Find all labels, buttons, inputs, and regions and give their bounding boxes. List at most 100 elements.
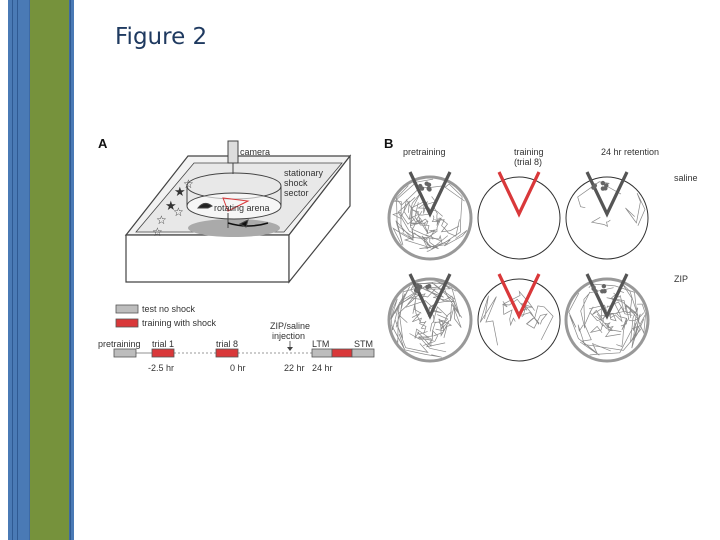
sidebar-green-bar (29, 0, 70, 540)
path-trace (395, 284, 444, 328)
shock-dot (603, 186, 608, 191)
shock-dot (426, 186, 431, 191)
path-trace (423, 229, 438, 250)
path-trace (390, 293, 406, 344)
legend-train-label: training with shock (142, 318, 217, 328)
path-trace (630, 307, 646, 343)
path-trace (411, 313, 427, 334)
arena-boundary (387, 175, 473, 261)
path-trace (438, 219, 460, 237)
path-trace (577, 324, 642, 351)
panel-a-letter: A (98, 136, 108, 151)
label-stationary: stationary (284, 168, 324, 178)
path-trace (417, 330, 446, 348)
path-trace (599, 320, 621, 338)
shock-dot (417, 284, 423, 289)
arena-zip-retention (564, 273, 650, 363)
label-injection: injection (272, 331, 305, 341)
label-stm: STM (354, 339, 373, 349)
row-label-zip: ZIP (674, 274, 688, 284)
svg-text:★: ★ (174, 184, 186, 199)
sidebar-decoration (8, 0, 74, 540)
path-trace (437, 314, 453, 338)
shock-sector-marker (408, 171, 452, 218)
arena-grid (387, 171, 650, 363)
col-header-retention: 24 hr retention (601, 147, 659, 157)
label-ltm: LTM (312, 339, 329, 349)
shock-dot (601, 283, 607, 289)
apparatus-box (124, 154, 352, 284)
path-trace (411, 217, 443, 242)
path-trace (392, 200, 415, 225)
timeline-stm-block (351, 348, 375, 358)
figure-2: A ★ ★ ☆ ☆ ☆ ☆ camera stationary shock se… (90, 128, 710, 378)
path-trace (414, 328, 447, 353)
path-trace (603, 322, 622, 332)
shock-dot (413, 288, 419, 293)
path-trace (502, 304, 516, 327)
label-time-minus-2-5: -2.5 hr (148, 363, 174, 373)
shock-sector-marker (408, 273, 452, 320)
figure-svg: A ★ ★ ☆ ☆ ☆ ☆ camera stationary shock se… (98, 136, 698, 373)
svg-text:☆: ☆ (152, 225, 163, 239)
path-trace (589, 323, 639, 356)
label-camera: camera (240, 147, 270, 157)
shock-sector-marker (497, 171, 541, 218)
path-trace (436, 217, 460, 233)
label-time-0: 0 hr (230, 363, 246, 373)
label-pretraining: pretraining (98, 339, 141, 349)
path-trace (607, 312, 617, 322)
path-trace (625, 303, 646, 335)
path-trace (589, 313, 604, 334)
timeline-ltm-block (311, 348, 333, 358)
path-trace (625, 192, 646, 226)
timeline-trial8-block (215, 348, 239, 358)
svg-text:☆: ☆ (156, 213, 167, 227)
col-header-trial8: (trial 8) (514, 157, 542, 167)
path-trace (414, 202, 438, 235)
col-header-training: training (514, 147, 544, 157)
panel-b-letter: B (384, 136, 393, 151)
path-trace (392, 220, 414, 246)
label-shock: shock (284, 178, 308, 188)
path-trace (615, 310, 631, 331)
path-trace (422, 282, 452, 302)
shock-sector-marker (585, 171, 629, 218)
path-trace (409, 209, 420, 228)
path-trace (527, 305, 554, 341)
path-trace (397, 197, 443, 244)
protocol-legend: test no shock training with shock (115, 304, 217, 328)
timeline-trial1-block (151, 348, 175, 358)
arena-boundary (387, 277, 473, 363)
path-trace (414, 303, 427, 330)
path-trace (429, 306, 448, 332)
rotating-arena (186, 172, 282, 237)
shock-dot (426, 284, 432, 289)
label-sector: sector (284, 188, 309, 198)
shock-dot (426, 182, 432, 188)
shock-dot (591, 285, 596, 290)
arena-saline-pretraining (387, 171, 473, 261)
timeline-pretraining-block (113, 348, 137, 358)
arena-boundary (477, 278, 561, 362)
path-trace (397, 295, 422, 315)
star-cues: ★ ★ ☆ ☆ ☆ ☆ (152, 177, 194, 239)
label-trial8: trial 8 (216, 339, 238, 349)
path-trace (479, 295, 498, 346)
sidebar-stripe (70, 0, 71, 540)
path-trace (390, 324, 442, 358)
timeline-shock-block (331, 348, 353, 358)
protocol-timeline: ZIP/saline injection pretraining trial 1… (98, 321, 375, 373)
svg-text:☆: ☆ (183, 177, 194, 191)
path-trace (581, 309, 611, 354)
legend-test-label: test no shock (142, 304, 196, 314)
path-trace (590, 216, 611, 227)
row-label-saline: saline (674, 173, 698, 183)
col-header-pretraining: pretraining (403, 147, 446, 157)
shock-dot (418, 183, 423, 189)
sidebar-stripe (17, 0, 18, 540)
path-trace (525, 313, 548, 329)
path-trace (580, 287, 614, 329)
label-time-22: 22 hr (284, 363, 305, 373)
label-zip-saline: ZIP/saline (270, 321, 310, 331)
